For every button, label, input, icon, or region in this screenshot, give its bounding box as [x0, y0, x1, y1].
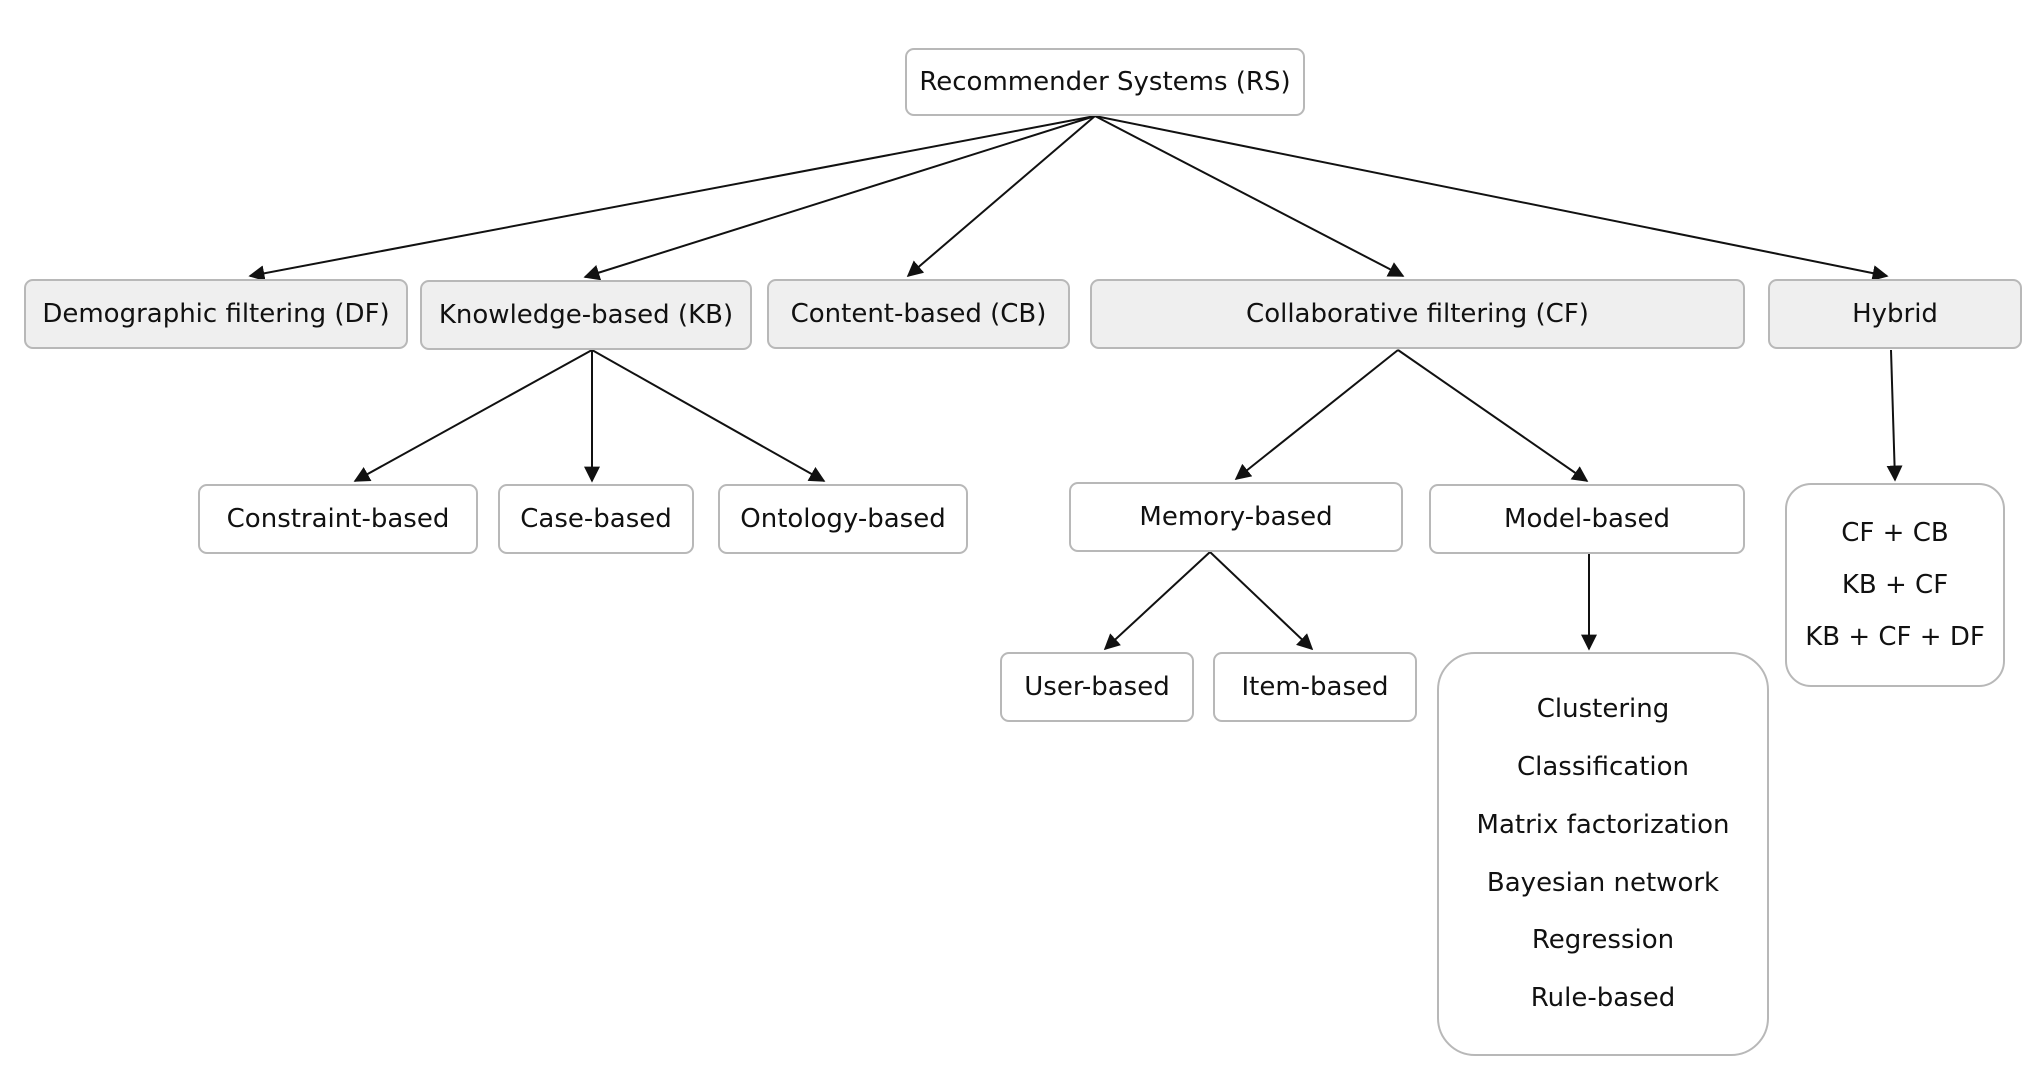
edge-root-to-hybrid — [1094, 115, 1889, 281]
list-item: Regression — [1531, 925, 1675, 956]
category-label: Demographic filtering (DF) — [42, 298, 390, 329]
edge-root-to-kb — [583, 115, 1096, 281]
node-label: User-based — [1024, 671, 1170, 702]
list-item: Rule-based — [1530, 983, 1676, 1014]
node-label: Model-based — [1504, 503, 1670, 534]
edge-kb-to-ontology — [591, 349, 826, 482]
cf-model-based: Model-based — [1429, 484, 1745, 554]
list-item: Classification — [1516, 752, 1690, 782]
list-item: CF + CB — [1841, 517, 1949, 548]
category-hybrid: Hybrid — [1768, 279, 2022, 349]
edge-root-to-cf — [1094, 115, 1405, 277]
list-item: KB + CF + DF — [1805, 621, 1985, 652]
category-knowledge-based: Knowledge-based (KB) — [420, 280, 752, 350]
list-item: Clustering — [1536, 694, 1670, 725]
kb-constraint-based: Constraint-based — [198, 484, 478, 554]
edge-root-to-df — [248, 115, 1096, 282]
memory-item-based: Item-based — [1213, 652, 1417, 722]
category-content-based: Content-based (CB) — [767, 279, 1070, 349]
edge-cf-to-model — [1397, 349, 1589, 482]
root-node: Recommender Systems (RS) — [905, 48, 1305, 116]
node-label: Memory-based — [1139, 501, 1333, 532]
hybrid-combos-list: CF + CB KB + CF KB + CF + DF — [1785, 483, 2005, 687]
kb-ontology-based: Ontology-based — [718, 484, 968, 554]
cf-memory-based: Memory-based — [1069, 482, 1403, 552]
root-label: Recommender Systems (RS) — [919, 66, 1291, 97]
node-label: Case-based — [520, 503, 672, 534]
node-label: Ontology-based — [740, 503, 946, 534]
list-item: Bayesian network — [1486, 867, 1720, 898]
edge-cf-to-memory — [1234, 349, 1399, 480]
list-item: KB + CF — [1841, 569, 1949, 600]
node-label: Item-based — [1241, 671, 1389, 702]
edge-memory-to-item — [1209, 551, 1314, 651]
model-methods-list: Clustering Classification Matrix factori… — [1437, 652, 1769, 1056]
edge-kb-to-constraint — [353, 349, 593, 482]
memory-user-based: User-based — [1000, 652, 1194, 722]
category-label: Knowledge-based (KB) — [438, 299, 734, 330]
edge-memory-to-user — [1103, 551, 1211, 651]
edge-hybrid-to-combos — [1886, 349, 1903, 482]
category-demographic-filtering: Demographic filtering (DF) — [24, 279, 408, 349]
node-label: Constraint-based — [226, 503, 450, 534]
category-label: Content-based (CB) — [790, 298, 1047, 329]
category-label: Collaborative filtering (CF) — [1246, 298, 1589, 329]
kb-case-based: Case-based — [498, 484, 694, 554]
edge-root-to-cb — [906, 115, 1096, 278]
category-collaborative-filtering: Collaborative filtering (CF) — [1090, 279, 1745, 349]
list-item: Matrix factorization — [1476, 809, 1730, 840]
category-label: Hybrid — [1852, 298, 1938, 329]
